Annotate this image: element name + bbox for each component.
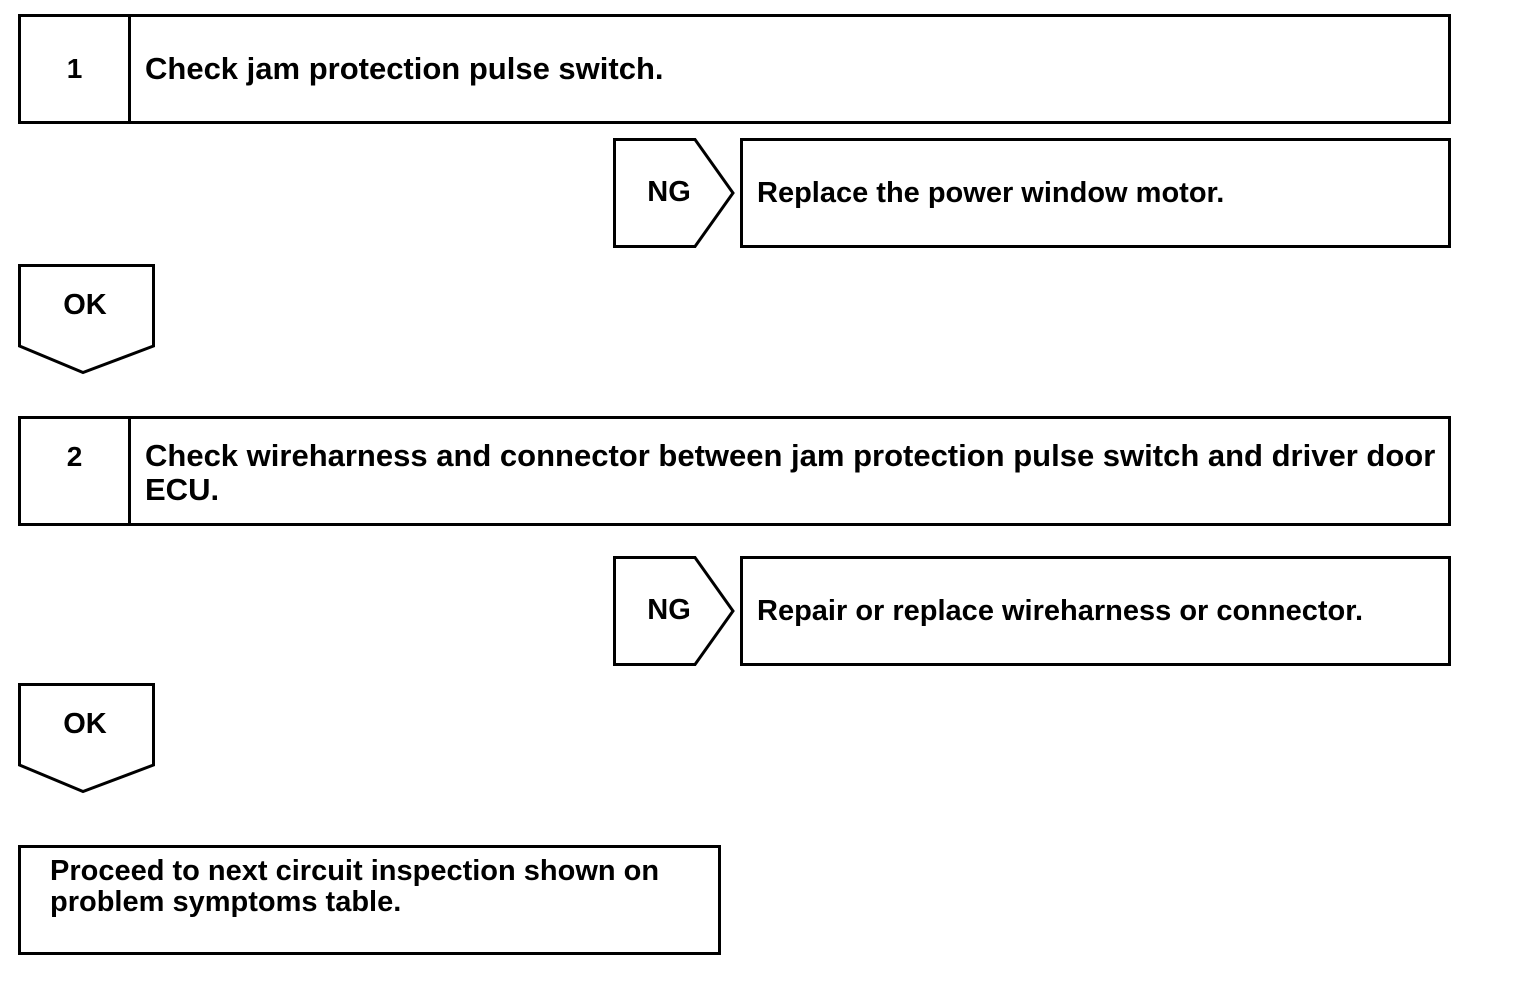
step-2-number: 2 xyxy=(21,419,131,523)
ng-2-action-text: Repair or replace wireharness or connect… xyxy=(757,594,1364,627)
step-2-box: 2 Check wireharness and connector betwee… xyxy=(18,416,1451,526)
final-action-box: Proceed to next circuit inspection shown… xyxy=(18,845,721,955)
step-2-text: Check wireharness and connector between … xyxy=(145,438,1436,507)
ng-2-label: NG xyxy=(647,594,691,626)
ng-1-label: NG xyxy=(647,176,691,208)
ok-1-label: OK xyxy=(63,289,107,321)
step-1-box: 1 Check jam protection pulse switch. xyxy=(18,14,1451,124)
ng-1-arrow: NG xyxy=(613,138,735,248)
ng-2-action-box: Repair or replace wireharness or connect… xyxy=(740,556,1451,666)
step-1-number: 1 xyxy=(21,17,131,121)
step-1-text: Check jam protection pulse switch. xyxy=(145,51,664,86)
ng-1-action-text: Replace the power window motor. xyxy=(757,176,1225,209)
ng-2-arrow: NG xyxy=(613,556,735,666)
final-action-text: Proceed to next circuit inspection shown… xyxy=(50,855,660,918)
ok-1-arrow: OK xyxy=(18,264,155,375)
ok-2-arrow: OK xyxy=(18,683,155,794)
ng-1-action-box: Replace the power window motor. xyxy=(740,138,1451,248)
ok-2-label: OK xyxy=(63,708,107,740)
